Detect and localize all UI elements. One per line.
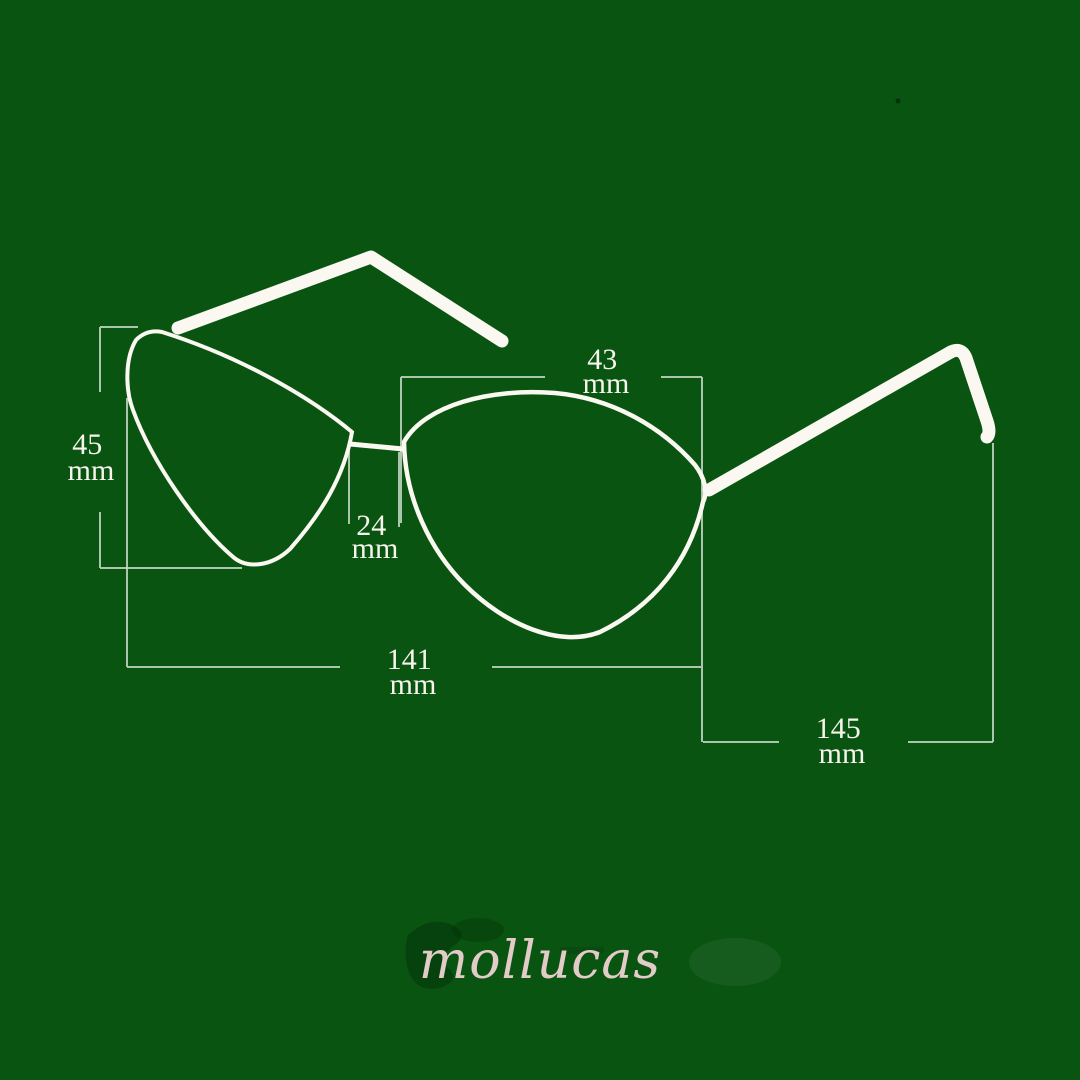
label-bridge-width: 24 mm	[352, 509, 399, 565]
left-temple-arm	[171, 250, 509, 348]
speck-mark	[895, 98, 901, 104]
right-temple-arm	[702, 343, 996, 497]
frame-width-bracket	[126, 398, 701, 668]
watermark-blob-light	[689, 938, 781, 986]
bridge-bar	[349, 441, 404, 452]
right-lens	[401, 389, 708, 640]
label-lens-height-right: 43 mm	[583, 343, 630, 400]
dimension-labels: 45 mm 43 mm 24 mm 141 mm 145 mm	[68, 343, 869, 770]
temple-length-bracket	[703, 443, 994, 743]
brand-logo: mollucas	[419, 931, 661, 991]
background-watermark	[405, 98, 901, 989]
lens-height-right-bracket	[400, 376, 703, 742]
label-temple-length: 145 mm	[816, 712, 869, 770]
left-lens	[125, 329, 355, 567]
label-frame-width: 141 mm	[387, 643, 440, 701]
bridge-width-ticks	[348, 444, 400, 527]
sunglasses-outline	[125, 250, 996, 640]
lens-height-left-bracket	[99, 326, 242, 569]
dimension-brackets	[99, 326, 994, 743]
label-lens-height-left: 45 mm	[68, 428, 115, 487]
